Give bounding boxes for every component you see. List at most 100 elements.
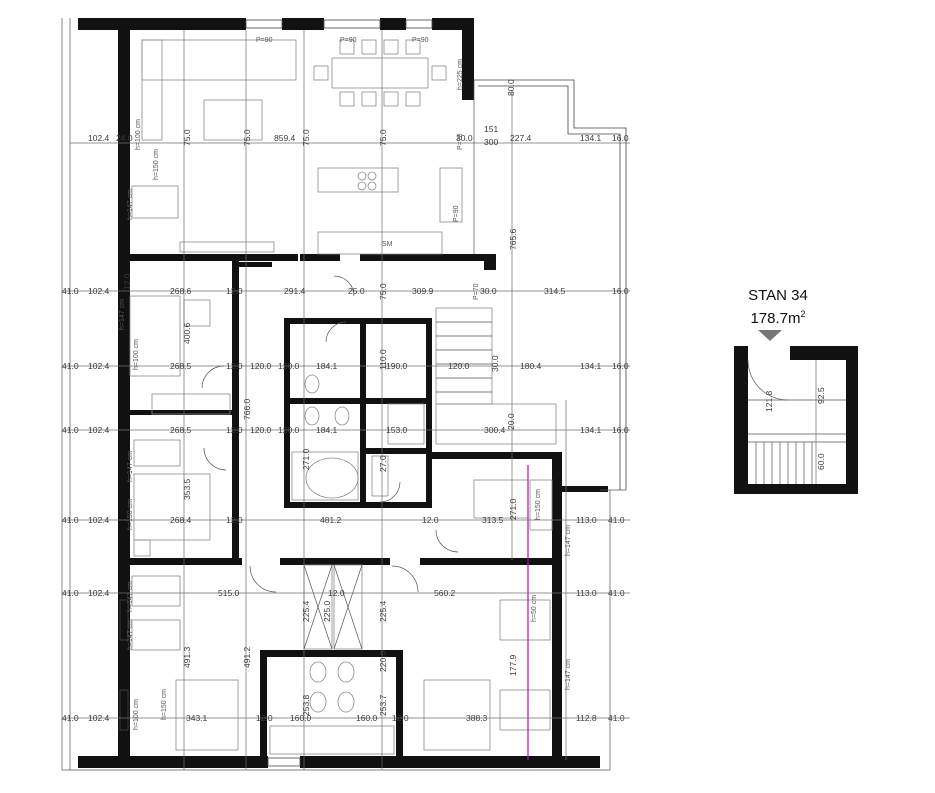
dim-label: 102.4 <box>88 588 110 598</box>
dim-label: 300.4 <box>484 425 506 435</box>
dim-label: 134.1 <box>580 425 602 435</box>
dim-label: 102.4 <box>88 361 110 371</box>
dim-label: 27.0 <box>378 455 388 472</box>
dim-label: 16.0 <box>612 133 629 143</box>
dim-label: 75.0 <box>378 129 388 146</box>
door-tag: P=90 <box>256 37 273 44</box>
key-plan <box>734 330 858 494</box>
unit-area-sup: 2 <box>800 309 806 319</box>
door-tags: P=90 P=90 P=90 P=70 P=90 P=70 SM <box>256 37 480 300</box>
dim-label: 300 <box>484 137 498 147</box>
dim-label: 12.0 <box>256 713 273 723</box>
dim-label: 41.0 <box>62 713 79 723</box>
dim-label: 41.0 <box>62 425 79 435</box>
dimension-lines <box>62 30 630 770</box>
height-note: h=100 cm <box>135 119 142 150</box>
dim-label: 75.0 <box>301 129 311 146</box>
height-note: h=147 cm <box>119 299 126 330</box>
dim-label: 227.4 <box>510 133 532 143</box>
dim-label: 30.0 <box>456 133 473 143</box>
dim-label: 121.8 <box>764 390 774 412</box>
dim-label: 353.5 <box>182 478 192 500</box>
terrace-outline <box>473 79 627 491</box>
dim-label: 400.6 <box>182 322 192 344</box>
dim-label: 120.0 <box>250 361 272 371</box>
dim-label: 41.0 <box>62 515 79 525</box>
dim-label: 113.0 <box>576 588 597 598</box>
dim-label: 30.0 <box>480 286 497 296</box>
dim-label: 220.0 <box>378 650 388 672</box>
dim-label: 41.0 <box>608 588 625 598</box>
dim-label: 134.1 <box>580 361 602 371</box>
dim-label: 151 <box>484 124 498 134</box>
dim-label: 41.0 <box>62 588 79 598</box>
dim-label: 120.0 <box>278 425 300 435</box>
door-tag: SM <box>382 241 393 248</box>
dim-label: 859.4 <box>274 133 296 143</box>
dim-label: 268.6 <box>170 286 192 296</box>
dim-label: 80.0 <box>506 79 516 96</box>
dim-label: 313.5 <box>482 515 504 525</box>
dim-label: 309.9 <box>412 286 434 296</box>
unit-area-value: 178.7m <box>750 310 801 327</box>
dim-label: 491.3 <box>182 646 192 668</box>
door-tag: P=90 <box>412 37 429 44</box>
dim-label: 120.0 <box>250 425 272 435</box>
dim-label: 12.0 <box>226 425 243 435</box>
dim-label: 253.8 <box>301 694 311 716</box>
arrow-down-icon <box>758 330 782 341</box>
dim-label: 12.0 <box>328 588 345 598</box>
dim-label: 41.0 <box>62 361 79 371</box>
height-note: h=147 cm <box>565 659 572 690</box>
dim-label: 481.2 <box>320 515 342 525</box>
dim-label: 388.3 <box>466 713 488 723</box>
dim-label: 102.4 <box>88 286 110 296</box>
height-notes: h=225 cm h=100 cm h=150 cm h=147 cm h=14… <box>119 59 572 730</box>
dim-label: 314.5 <box>544 286 566 296</box>
door-tag: P=90 <box>340 37 357 44</box>
windows <box>119 19 433 767</box>
dim-label: 225.0 <box>322 600 332 622</box>
dim-label: 190.0 <box>386 361 408 371</box>
dim-label: 766.0 <box>242 398 252 420</box>
walls <box>78 18 608 768</box>
unit-area: 178.7m2 <box>718 306 838 327</box>
height-note: h=147 cm <box>127 619 134 650</box>
dim-label: 184.1 <box>316 361 338 371</box>
door-tag: P=70 <box>457 133 464 150</box>
furniture <box>129 39 557 755</box>
height-note: h=100 cm <box>133 699 140 730</box>
height-note: h=150 cm <box>161 689 168 720</box>
door-tag: P=70 <box>473 283 480 300</box>
dim-label: 560.2 <box>434 588 456 598</box>
dim-label: 16.0 <box>612 286 629 296</box>
dim-label: 160.0 <box>356 713 378 723</box>
height-note: h=100 cm <box>133 339 140 370</box>
dimension-labels-horizontal: 102.4 24.0 859.4 151 300 227.4 134.1 16.… <box>62 124 629 723</box>
dim-label: 268.5 <box>170 425 192 435</box>
dim-label: 12.0 <box>122 273 132 290</box>
dim-label: 12.0 <box>392 713 409 723</box>
dim-label: 153.0 <box>386 425 408 435</box>
dim-label: 92.5 <box>816 387 826 404</box>
unit-name: STAN 34 <box>748 287 808 304</box>
dim-label: 120.0 <box>448 361 470 371</box>
dim-label: 184.1 <box>316 425 338 435</box>
dim-label: 113.0 <box>576 515 597 525</box>
dim-label: 225.4 <box>378 600 388 622</box>
dim-label: 12.0 <box>226 286 243 296</box>
dim-label: 60.0 <box>816 453 826 470</box>
dim-label: 102.4 <box>88 425 110 435</box>
dim-label: 120.0 <box>278 361 300 371</box>
dim-label: 112.8 <box>576 713 597 723</box>
dim-label: 16.0 <box>612 361 629 371</box>
dim-label: 160.0 <box>290 713 312 723</box>
height-note: h=150 cm <box>127 499 134 530</box>
dim-label: 268.5 <box>170 361 192 371</box>
dim-label: 515.0 <box>218 588 240 598</box>
door-tag: P=90 <box>453 205 460 222</box>
dim-label: 41.0 <box>608 713 625 723</box>
height-note: h=147 cm <box>565 525 572 556</box>
dim-label: 25.0 <box>348 286 365 296</box>
